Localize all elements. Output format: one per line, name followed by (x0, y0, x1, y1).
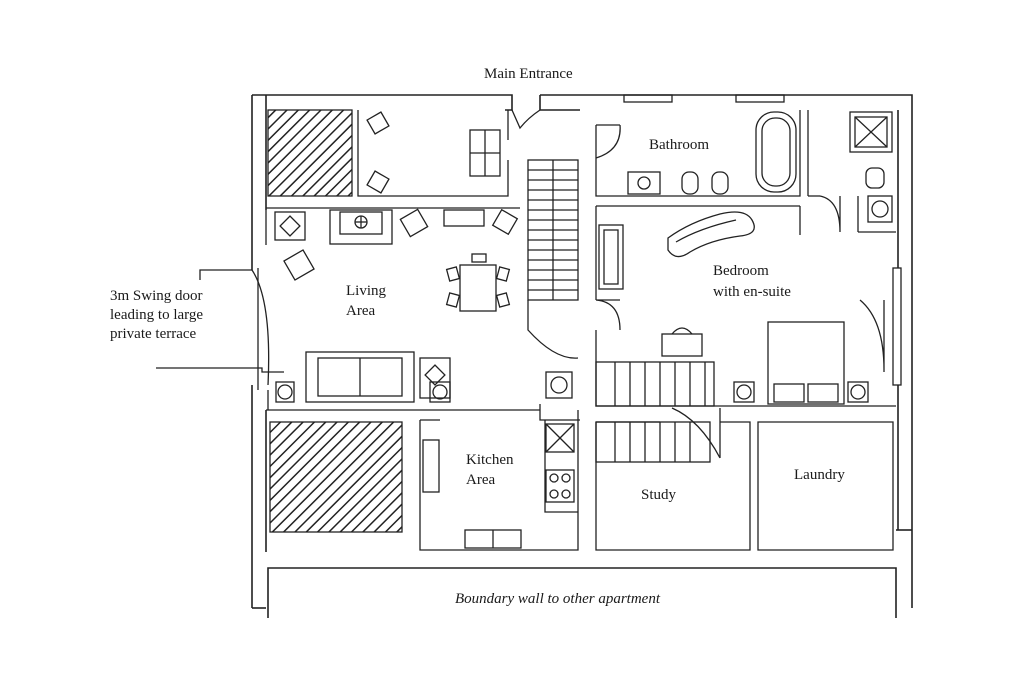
kitchen-area-label-line2: Area (466, 472, 496, 488)
door-swings (251, 109, 885, 459)
boundary-wall-label: Boundary wall to other apartment (455, 591, 660, 607)
windows (623, 94, 785, 103)
kitchen-furniture (422, 371, 575, 549)
main-entrance-label: Main Entrance (484, 66, 573, 82)
living-area-label-line2: Area (346, 303, 376, 319)
bedroom-label-line2: with en-suite (713, 284, 791, 300)
staircase-lower (595, 361, 715, 463)
staircase-main (527, 159, 579, 359)
boundary-strip (267, 567, 897, 618)
bedroom-label-line1: Bedroom (713, 263, 769, 279)
laundry-label: Laundry (794, 467, 845, 483)
swing-door-note-line2: leading to large (110, 307, 204, 323)
bathroom-label: Bathroom (649, 137, 709, 153)
living-area-label-line1: Living (346, 283, 386, 299)
hatched-area-bottom (269, 421, 403, 533)
entry-furniture (366, 111, 501, 194)
swing-door-note-line1: 3m Swing door (110, 288, 203, 304)
bathroom-fixtures (627, 111, 893, 223)
hatched-area-top (267, 109, 353, 197)
kitchen-area-label-line1: Kitchen (466, 452, 514, 468)
study-label: Study (641, 487, 677, 503)
callout-arrow (156, 269, 284, 373)
living-furniture (274, 208, 519, 403)
swing-door-note-line3: private terrace (110, 326, 197, 342)
bedroom-furniture (598, 211, 902, 405)
